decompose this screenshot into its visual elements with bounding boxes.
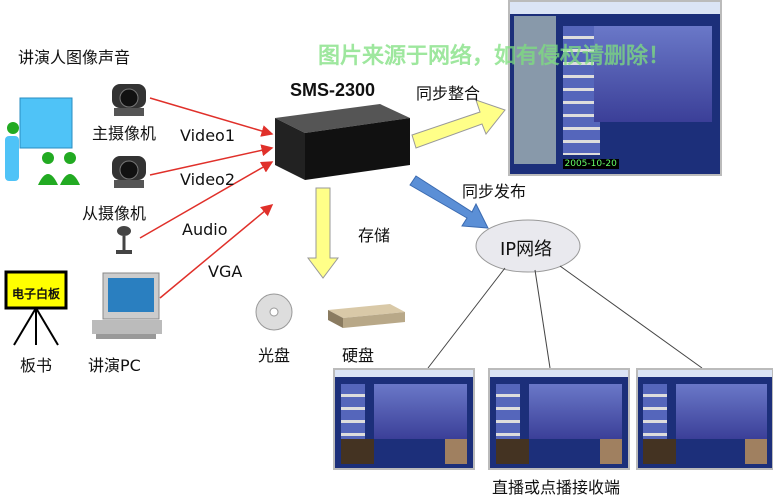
sync-merge-label: 同步整合: [416, 84, 481, 103]
network-label: IP网络: [500, 239, 553, 260]
audio-label: Audio: [182, 220, 228, 239]
watermark: 图片来源于网络，如有侵权请删除！: [318, 44, 671, 69]
device-label: SMS-2300: [290, 80, 376, 100]
sync-merge-arrow: [411, 99, 506, 149]
hdd-icon: [328, 304, 405, 328]
input-arrows: [139, 97, 274, 299]
receivers-label: 直播或点播接收端: [492, 478, 621, 497]
receiver-screen-3: [636, 368, 773, 470]
sub-camera-icon: [112, 156, 146, 188]
sms-device-icon: [275, 104, 410, 180]
video2-label: Video2: [180, 170, 236, 189]
whiteboard-label: 电子白板: [12, 287, 61, 301]
sub-camera-label: 从摄像机: [82, 204, 147, 223]
date-display: 2005-10-20: [562, 158, 619, 169]
video1-label: Video1: [180, 126, 236, 145]
sync-output-screen: 2005-10-20: [508, 0, 722, 176]
ip-network-cloud: [475, 219, 581, 273]
sync-publish-label: 同步发布: [462, 182, 527, 201]
microphone-icon: [116, 226, 132, 254]
main-camera-label: 主摄像机: [92, 124, 157, 143]
network-lines: [427, 265, 703, 369]
receiver-screen-2: [488, 368, 630, 470]
presentation-board-icon: [19, 97, 73, 149]
blackboard-label: 板书: [20, 356, 53, 375]
disc-label: 光盘: [258, 346, 291, 365]
storage-arrow: [307, 187, 339, 279]
receiver-screen-1: [333, 368, 475, 470]
speaker-pc-label: 讲演PC: [88, 356, 141, 375]
whiteboard-icon: [4, 270, 68, 346]
publish-arrow: [409, 175, 489, 229]
audience-icon: [5, 122, 80, 185]
pc-icon: [92, 272, 162, 339]
hdd-label: 硬盘: [342, 346, 375, 365]
disc-icon: [255, 293, 293, 331]
storage-label: 存储: [358, 226, 391, 245]
vga-label: VGA: [208, 262, 243, 281]
speaker-av-label: 讲演人图像声音: [18, 48, 131, 67]
main-camera-icon: [112, 84, 146, 116]
